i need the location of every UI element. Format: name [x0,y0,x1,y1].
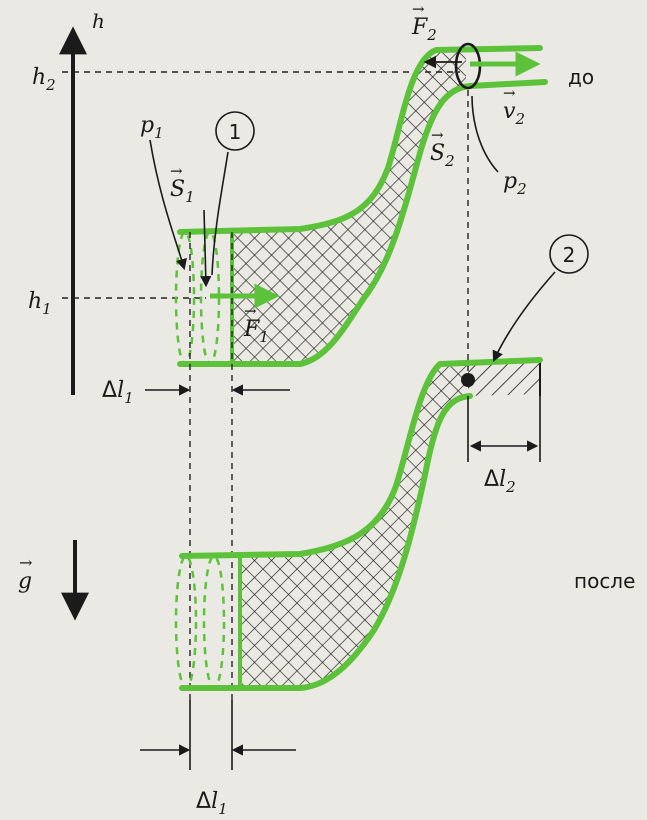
circle-2-label: 2 [563,243,576,267]
section-after-ellipse-b [202,554,226,690]
pipe-bottom-lower-wall [179,393,473,691]
pipe-bottom-upper-wall [179,357,543,559]
s1-label: S1 [170,177,195,206]
s1-pointer [200,209,212,288]
section-s1-ellipse-a [174,230,196,366]
s1-vector-mark: → [170,162,183,180]
fluid-body-after [240,362,468,688]
pipe-top-lower-wall [177,79,548,367]
p1-pointer [149,139,187,271]
p1-label: p1 [140,113,164,142]
pipe-top-upper-wall [177,45,543,235]
fluid-body-before [232,50,466,364]
before-label: до [568,65,594,89]
f2-label: F2 [411,15,437,44]
h1-label: h1 [28,289,52,318]
f1-label: F1 [243,317,269,346]
f1-vector-mark: → [244,302,257,320]
v2-vector-mark: → [503,84,516,102]
h2-label: h2 [32,65,56,94]
h-axis-label: h [92,9,105,33]
circle-1-label: 1 [229,120,242,144]
p2-label: p2 [503,169,527,198]
dl2-label: Δl2 [484,467,516,496]
v2-label: v2 [503,99,525,128]
section-after-ellipse-a [174,554,198,690]
dl1-bottom-label: Δl1 [196,789,228,818]
after-label: после [574,569,635,593]
dl1-top-label: Δl1 [102,378,134,407]
displaced-region-dl2 [468,360,540,396]
s2-vector-mark: → [431,126,444,144]
circle-1-pointer [211,151,229,276]
circle-2-pointer [492,271,556,363]
section-2-point [461,373,475,387]
gravity-vector-mark: → [19,553,32,572]
circle-2-marker [549,234,589,274]
p2-pointer [471,95,499,173]
s2-label: S2 [430,141,455,170]
gravity-label: g [18,569,32,594]
circle-1-marker [215,111,255,151]
f2-vector-mark: → [412,0,425,18]
